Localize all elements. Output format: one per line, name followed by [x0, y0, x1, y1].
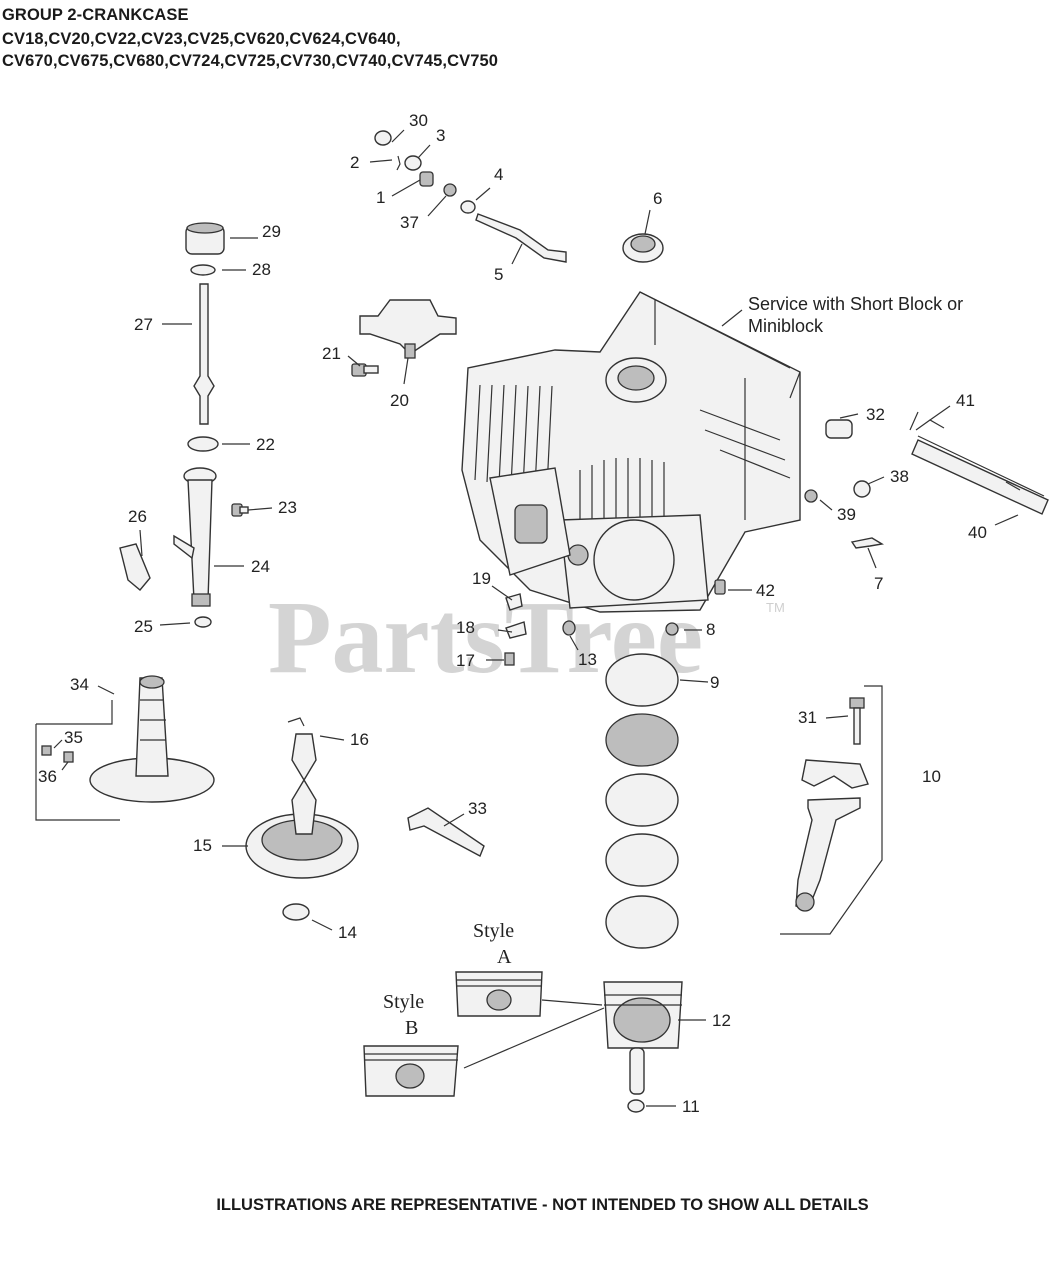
callout-38[interactable]: 38 [890, 467, 909, 486]
callout-33[interactable]: 33 [468, 799, 487, 818]
callout-35[interactable]: 35 [64, 728, 83, 747]
part-clamp-41[interactable] [915, 419, 945, 431]
callout-20[interactable]: 20 [390, 391, 409, 410]
part-piston-pin-12[interactable] [629, 1047, 645, 1095]
part-screw-17[interactable] [504, 652, 515, 666]
callout-10[interactable]: 10 [922, 767, 941, 786]
callout-21[interactable]: 21 [322, 344, 341, 363]
callout-40[interactable]: 40 [968, 523, 987, 542]
part-dowel-42[interactable] [714, 579, 726, 595]
callout-18[interactable]: 18 [456, 618, 475, 637]
part-plug-32[interactable] [825, 419, 853, 439]
callout-13[interactable]: 13 [578, 650, 597, 669]
part-retainer-11[interactable] [627, 1099, 645, 1113]
callout-31[interactable]: 31 [798, 708, 817, 727]
part-screw-23[interactable] [231, 503, 249, 517]
part-camshaft-34[interactable] [89, 675, 215, 803]
watermark-trademark: TM [766, 600, 785, 615]
part-bolt-31[interactable] [849, 697, 865, 745]
callout-11[interactable]: 11 [682, 1097, 700, 1116]
callout-29[interactable]: 29 [262, 222, 281, 241]
callout-27[interactable]: 27 [134, 315, 153, 334]
style-b-letter: B [405, 1017, 418, 1039]
style-leader-lines [463, 999, 605, 1069]
model-list-line-1: CV18,CV20,CV22,CV23,CV25,CV620,CV624,CV6… [2, 30, 401, 48]
part-breather-tube-40[interactable] [909, 411, 1049, 515]
callout-6[interactable]: 6 [653, 189, 662, 208]
page-title: GROUP 2-CRANKCASE [2, 6, 189, 24]
part-spring-35[interactable] [41, 745, 52, 756]
part-ball-38[interactable] [853, 480, 871, 498]
part-key-16[interactable] [287, 717, 305, 727]
part-piston-rings-9[interactable] [605, 653, 679, 949]
disclaimer-footer: ILLUSTRATIONS ARE REPRESENTATIVE - NOT I… [216, 1196, 869, 1214]
part-clip-18[interactable] [505, 621, 527, 639]
callout-25[interactable]: 25 [134, 617, 153, 636]
part-oil-seal-6[interactable] [622, 233, 664, 263]
callout-28[interactable]: 28 [252, 260, 271, 279]
callout-30[interactable]: 30 [409, 111, 428, 130]
callout-5[interactable]: 5 [494, 265, 503, 284]
part-o-ring-25[interactable] [194, 616, 212, 628]
callout-37[interactable]: 37 [400, 213, 419, 232]
part-hose-7[interactable] [850, 537, 884, 549]
part-crankshaft-15[interactable] [245, 733, 359, 879]
rod-bracket-line [780, 685, 883, 935]
callout-2[interactable]: 2 [350, 153, 359, 172]
part-plug-8[interactable] [665, 622, 679, 636]
callout-12[interactable]: 12 [712, 1011, 731, 1030]
callout-39[interactable]: 39 [837, 505, 856, 524]
part-dipstick-tube-24[interactable] [173, 467, 217, 607]
part-fitting-39[interactable] [804, 489, 818, 503]
callout-42[interactable]: 42 [756, 581, 775, 600]
service-note-line-2: Miniblock [748, 316, 824, 336]
part-plug-13[interactable] [562, 620, 576, 636]
callout-1[interactable]: 1 [376, 188, 385, 207]
model-list-line-2: CV670,CV675,CV680,CV724,CV725,CV730,CV74… [2, 52, 499, 70]
part-o-ring-22[interactable] [187, 436, 219, 452]
leader-lines [53, 129, 1019, 1107]
callout-32[interactable]: 32 [866, 405, 885, 424]
small-hardware-group[interactable] [374, 130, 476, 214]
style-b-word: Style [383, 991, 424, 1013]
part-weight-36[interactable] [63, 751, 74, 763]
callout-23[interactable]: 23 [278, 498, 297, 517]
part-shaft-5[interactable] [475, 213, 567, 263]
piston-style-a[interactable] [455, 971, 543, 1017]
callout-14[interactable]: 14 [338, 923, 357, 942]
part-balance-shaft-33[interactable] [407, 807, 485, 857]
style-a-letter: A [497, 946, 512, 968]
piston-style-b[interactable] [363, 1045, 459, 1097]
callout-16[interactable]: 16 [350, 730, 369, 749]
callout-8[interactable]: 8 [706, 620, 715, 639]
crankcase-block[interactable] [461, 291, 801, 613]
part-bracket-26[interactable] [119, 543, 151, 591]
callout-numbers: 30 3 2 1 37 4 5 6 29 28 27 21 20 22 23 2… [38, 111, 987, 1116]
callout-34[interactable]: 34 [70, 675, 89, 694]
callout-9[interactable]: 9 [710, 673, 719, 692]
callout-22[interactable]: 22 [256, 435, 275, 454]
callout-24[interactable]: 24 [251, 557, 270, 576]
style-a-word: Style [473, 920, 514, 942]
callout-7[interactable]: 7 [874, 574, 883, 593]
part-o-ring-28[interactable] [190, 264, 216, 276]
callout-3[interactable]: 3 [436, 126, 445, 145]
part-dipstick-27[interactable] [193, 283, 215, 425]
callout-41[interactable]: 41 [956, 391, 975, 410]
part-connecting-rod-10[interactable] [795, 759, 869, 912]
part-screw-21[interactable] [351, 363, 379, 377]
callout-26[interactable]: 26 [128, 507, 147, 526]
part-washer-14[interactable] [282, 903, 310, 921]
callout-17[interactable]: 17 [456, 651, 475, 670]
callout-36[interactable]: 36 [38, 767, 57, 786]
part-dipstick-cap-29[interactable] [185, 222, 225, 255]
callout-15[interactable]: 15 [193, 836, 212, 855]
part-bracket-20[interactable] [359, 299, 457, 359]
callout-4[interactable]: 4 [494, 165, 503, 184]
part-piston-12[interactable] [603, 981, 683, 1049]
callout-19[interactable]: 19 [472, 569, 491, 588]
service-note-line-1: Service with Short Block or [748, 294, 963, 314]
